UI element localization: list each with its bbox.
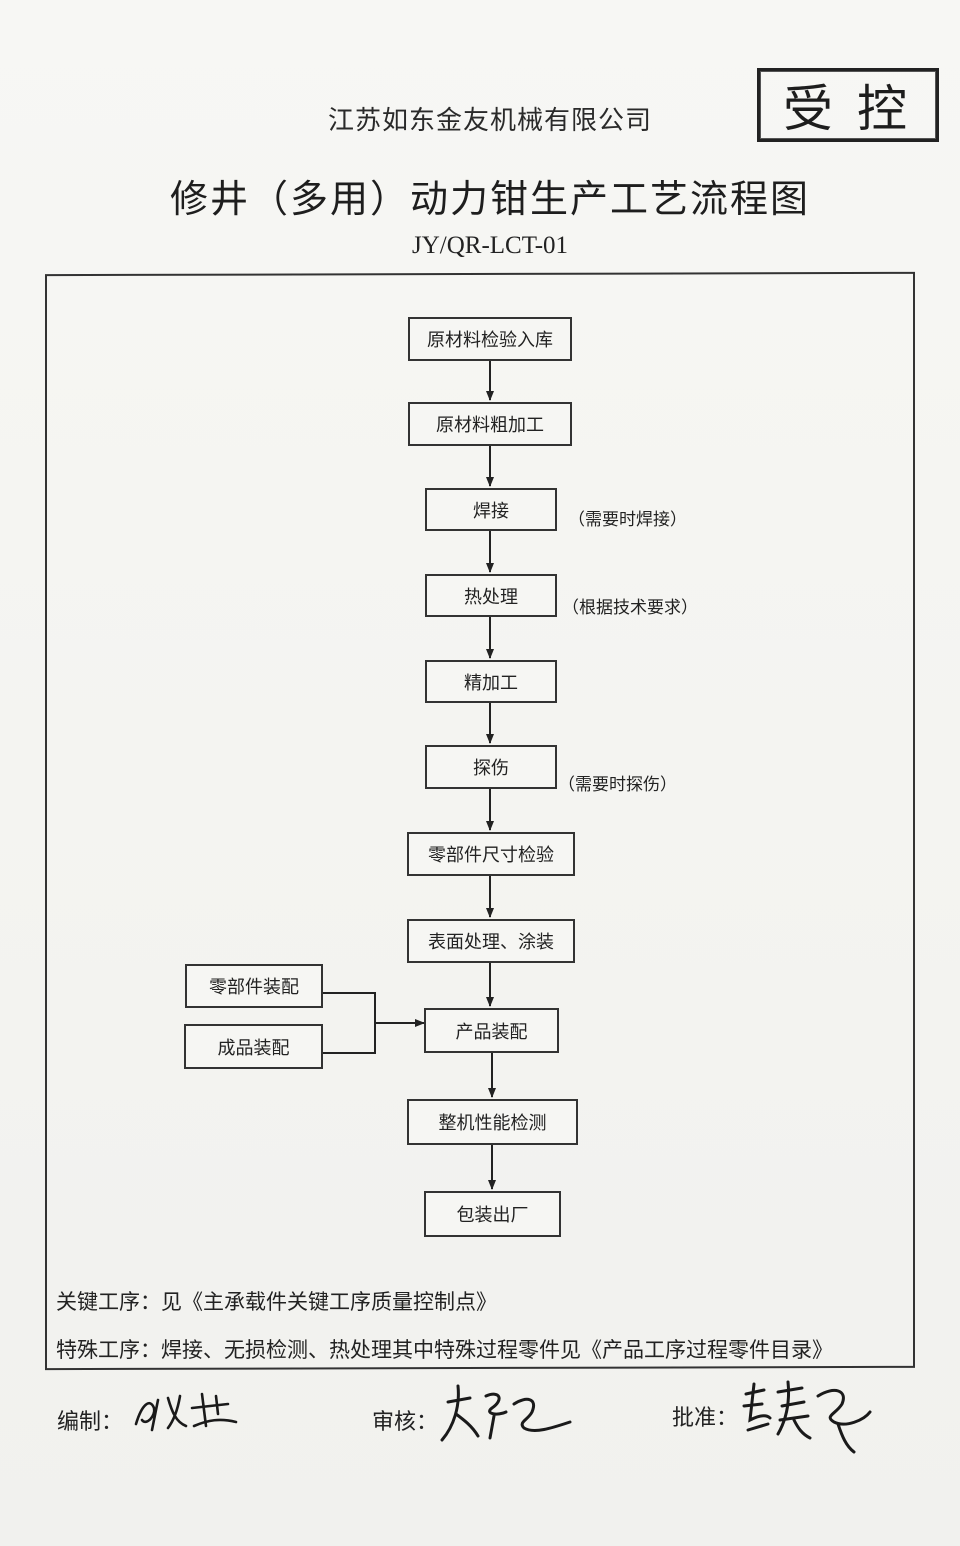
step-rough-machining: 原材料粗加工 [408,402,572,446]
input-parts-assembly: 零部件装配 [185,964,323,1008]
document-code: JY/QR-LCT-01 [411,232,569,259]
step-dimension-inspection: 零部件尺寸检验 [407,832,575,876]
step-performance-test: 整机性能检测 [407,1099,578,1145]
note-welding: （需要时焊接） [568,510,687,530]
approved-signature [742,1380,872,1454]
key-process-line: 关键工序：见《主承载件关键工序质量控制点》 [56,1290,497,1314]
company-name: 江苏如东金友机械有限公司 [327,106,652,136]
note-flaw-detection: （需要时探伤） [558,775,677,795]
reviewed-signature [440,1384,572,1442]
step-product-assembly: 产品装配 [424,1008,559,1053]
step-flaw-detection: 探伤 [425,745,557,789]
step-raw-material-inspection: 原材料检验入库 [408,317,572,361]
step-welding: 焊接 [425,488,557,531]
step-surface-coating: 表面处理、涂装 [407,919,575,963]
compiled-signature [134,1392,238,1432]
document-title: 修井（多用）动力钳生产工艺流程图 [169,177,810,221]
step-heat-treatment: 热处理 [425,574,557,617]
step-packing-shipment: 包装出厂 [424,1191,561,1237]
input-finished-assembly: 成品装配 [184,1024,323,1069]
stamp-text: 受控 [783,80,931,138]
note-heat-treatment: （根据技术要求） [562,598,698,618]
controlled-stamp: 受控 [757,68,939,142]
special-process-line: 特殊工序：焊接、无损检测、热处理其中特殊过程零件见《产品工序过程零件目录》 [56,1338,833,1362]
compiled-label: 编制： [57,1410,124,1435]
approved-label: 批准： [672,1406,739,1431]
reviewed-label: 审核： [372,1410,439,1435]
step-finish-machining: 精加工 [425,660,557,703]
merge-bracket [323,992,376,1054]
